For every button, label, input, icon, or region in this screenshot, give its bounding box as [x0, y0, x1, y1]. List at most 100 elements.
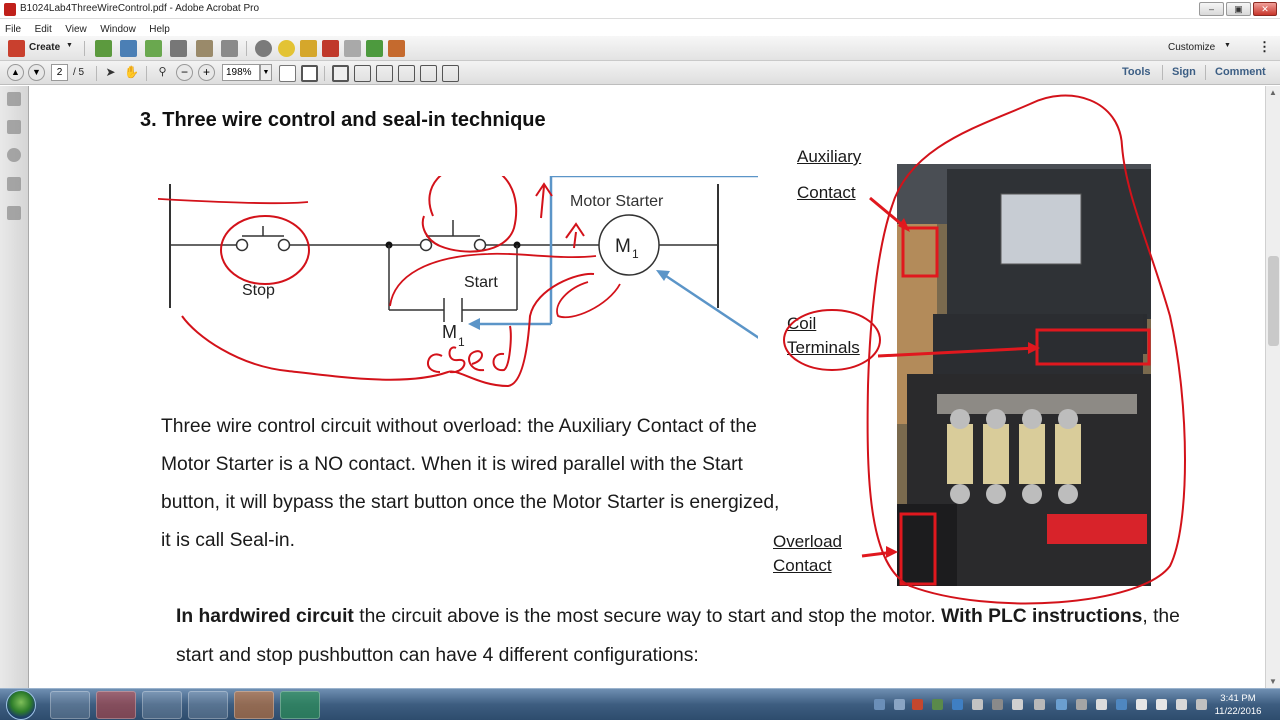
- tray-icon-12[interactable]: [1096, 699, 1107, 710]
- scroll-up-icon[interactable]: ▲: [1269, 88, 1277, 97]
- menu-help[interactable]: Help: [149, 24, 170, 35]
- redact-icon[interactable]: [322, 40, 339, 57]
- two-page-icon[interactable]: [420, 65, 437, 82]
- tray-icon-9[interactable]: [1034, 699, 1045, 710]
- acrobat-icon: [4, 3, 16, 16]
- menu-view[interactable]: View: [65, 24, 87, 35]
- ink-closed-word: [427, 325, 512, 374]
- scroll-thumb[interactable]: [1268, 256, 1279, 346]
- actual-size-icon[interactable]: [279, 65, 296, 82]
- tray-icon-7[interactable]: [992, 699, 1003, 710]
- paragraph-2: In hardwired circuit the circuit above i…: [176, 598, 1196, 675]
- zoom-in-icon[interactable]: +: [198, 64, 215, 81]
- open-icon[interactable]: [95, 40, 112, 57]
- fit-page-icon[interactable]: [301, 65, 318, 82]
- scroll-down-icon[interactable]: ▼: [1269, 677, 1277, 686]
- tray-icon-3[interactable]: [912, 699, 923, 710]
- paragraph-2-text-2: , the start and stop pushbutton can have…: [176, 606, 1180, 666]
- sign-tab[interactable]: Sign: [1172, 66, 1196, 78]
- minimize-button[interactable]: –: [1199, 2, 1224, 16]
- settings-icon[interactable]: [255, 40, 272, 57]
- zoom-input[interactable]: 198%: [222, 64, 260, 81]
- aux-contact-subscript: 1: [458, 335, 465, 349]
- form-icon[interactable]: [388, 40, 405, 57]
- create-button[interactable]: Create: [29, 42, 61, 53]
- coil-subscript: 1: [632, 247, 639, 261]
- edit-icon[interactable]: [196, 40, 213, 57]
- taskbar-app-icon[interactable]: [142, 691, 182, 719]
- taskbar-explorer-icon[interactable]: [50, 691, 90, 719]
- motor-starter-illustration: [897, 164, 1151, 586]
- vertical-scrollbar[interactable]: ▲ ▼: [1265, 86, 1280, 688]
- taskbar-captivate-icon[interactable]: [280, 691, 320, 719]
- aux-pointer-line: [549, 176, 758, 324]
- tray-icon-14[interactable]: [1196, 699, 1207, 710]
- single-page-icon[interactable]: [332, 65, 349, 82]
- save-icon[interactable]: [120, 40, 137, 57]
- tray-icon-1[interactable]: [874, 699, 885, 710]
- ink-stop-circle: [220, 215, 310, 285]
- contact-label: Contact: [797, 183, 856, 202]
- clock[interactable]: 3:41 PM 11/22/2016: [1208, 692, 1268, 718]
- tray-icon-6[interactable]: [972, 699, 983, 710]
- aux-contact-label: M: [442, 322, 457, 342]
- menu-window[interactable]: Window: [100, 24, 136, 35]
- marquee-zoom-icon[interactable]: ⚲: [158, 66, 167, 78]
- tray-icon-4[interactable]: [932, 699, 943, 710]
- motor-starter-photo: [897, 164, 1151, 586]
- menu-edit[interactable]: Edit: [34, 24, 52, 35]
- flag-icon[interactable]: [1136, 699, 1147, 710]
- signatures-icon[interactable]: [7, 177, 21, 191]
- tray-icon-11[interactable]: [1076, 699, 1087, 710]
- taskbar-presentation-icon[interactable]: [234, 691, 274, 719]
- customize-dropdown-icon[interactable]: ▼: [1224, 42, 1231, 49]
- two-page-scroll-icon[interactable]: [442, 65, 459, 82]
- select-tool-icon[interactable]: ➤: [105, 65, 116, 79]
- full-screen-icon[interactable]: [354, 65, 371, 82]
- cloud-icon[interactable]: [145, 40, 162, 57]
- tray-icon-5[interactable]: [952, 699, 963, 710]
- start-contact-left: [419, 238, 433, 252]
- create-dropdown-icon[interactable]: ▼: [66, 42, 73, 49]
- more-icon[interactable]: ⋮: [1258, 39, 1271, 54]
- window-title: B1024Lab4ThreeWireControl.pdf - Adobe Ac…: [20, 3, 260, 14]
- close-button[interactable]: ✕: [1253, 2, 1277, 16]
- paragraph-2-bold-1: In hardwired circuit: [176, 606, 354, 627]
- page-display-icon[interactable]: [398, 65, 415, 82]
- attachments-icon[interactable]: [7, 148, 21, 162]
- comment-tab[interactable]: Comment: [1215, 66, 1266, 78]
- bookmarks-icon[interactable]: [7, 120, 21, 134]
- network-icon[interactable]: [1116, 699, 1127, 710]
- hand-tool-icon[interactable]: ✋: [124, 65, 139, 79]
- customize-button[interactable]: Customize: [1168, 42, 1216, 53]
- scrolling-icon[interactable]: [376, 65, 393, 82]
- next-page-icon[interactable]: ▼: [28, 64, 45, 81]
- tags-icon[interactable]: [7, 206, 21, 220]
- menu-file[interactable]: File: [5, 24, 22, 35]
- tools-tab[interactable]: Tools: [1122, 66, 1151, 78]
- taskbar-acrobat-icon[interactable]: [96, 691, 136, 719]
- zoom-out-icon[interactable]: −: [176, 64, 193, 81]
- zoom-dropdown-icon[interactable]: ▼: [260, 64, 272, 81]
- pages-icon[interactable]: [7, 92, 21, 106]
- terminals-label: Terminals: [787, 338, 860, 357]
- page-number-input[interactable]: 2: [51, 64, 68, 81]
- previous-page-icon[interactable]: ▲: [7, 64, 24, 81]
- compare-icon[interactable]: [344, 40, 361, 57]
- export-icon[interactable]: [366, 40, 383, 57]
- aux-arrowhead: [468, 318, 480, 330]
- clock-time: 3:41 PM: [1220, 693, 1256, 704]
- highlight-icon[interactable]: [300, 40, 317, 57]
- print-icon[interactable]: [170, 40, 187, 57]
- tray-icon-2[interactable]: [894, 699, 905, 710]
- maximize-button[interactable]: ▣: [1226, 2, 1251, 16]
- tray-icon-10[interactable]: [1056, 699, 1067, 710]
- taskbar-tools-icon[interactable]: [188, 691, 228, 719]
- start-button[interactable]: [6, 690, 36, 720]
- volume-icon[interactable]: [1156, 699, 1167, 710]
- email-icon[interactable]: [221, 40, 238, 57]
- tray-icon-13[interactable]: [1176, 699, 1187, 710]
- tray-icon-8[interactable]: [1012, 699, 1023, 710]
- overload-contact-label: Contact: [773, 556, 832, 575]
- comment-icon[interactable]: [278, 40, 295, 57]
